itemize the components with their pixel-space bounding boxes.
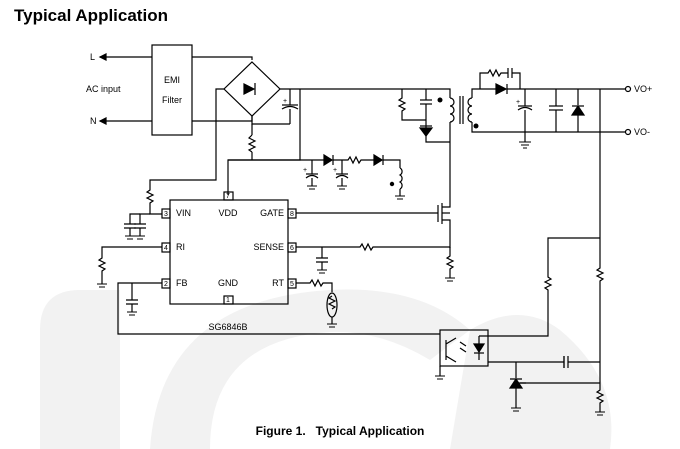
svg-text:7: 7	[226, 193, 230, 200]
svg-text:+: +	[333, 167, 337, 174]
figure-number: Figure 1.	[255, 424, 306, 438]
vo-minus-label: VO-	[634, 127, 650, 137]
fb-network	[117, 282, 440, 335]
svg-text:8: 8	[290, 211, 294, 218]
pin-rt: RT	[272, 278, 284, 288]
snubber-network	[397, 89, 450, 143]
rt-network	[296, 278, 338, 328]
transformer	[437, 88, 479, 205]
figure-caption: Figure 1. Typical Application	[0, 424, 680, 438]
feedback-network	[435, 89, 605, 416]
vo-plus-label: VO+	[634, 84, 652, 94]
emi-filter: EMI Filter	[151, 44, 253, 136]
neutral-terminal-label: N	[90, 116, 97, 126]
ac-input: L N AC input	[86, 52, 152, 126]
svg-text:+: +	[516, 99, 520, 106]
svg-text:3: 3	[164, 211, 168, 218]
pin-vin: VIN	[176, 208, 191, 218]
pin-ri: RI	[176, 242, 185, 252]
figure-title: Typical Application	[315, 424, 425, 438]
ic-part-number: SG6846B	[208, 322, 247, 332]
filter-label: Filter	[162, 95, 182, 105]
svg-text:6: 6	[290, 245, 294, 252]
pin-gnd: GND	[218, 278, 239, 288]
ri-resistor	[97, 246, 162, 288]
svg-text:1: 1	[226, 297, 230, 304]
svg-text:5: 5	[290, 281, 294, 288]
vin-network	[124, 108, 217, 240]
svg-text:+: +	[283, 98, 287, 105]
ac-input-label: AC input	[86, 84, 121, 94]
emi-label: EMI	[164, 75, 180, 85]
hv-rail: +	[227, 88, 440, 195]
pin-gate: GATE	[260, 208, 284, 218]
secondary-output: + VO+ VO-	[471, 68, 652, 149]
page-title: Typical Application	[14, 6, 168, 25]
svg-text:4: 4	[164, 245, 168, 252]
svg-text:+: +	[303, 167, 307, 174]
controller-ic: 3 VIN 4 RI 2 FB 7 VDD 8 GATE 6 SENSE 5 R…	[161, 191, 297, 332]
pin-sense: SENSE	[253, 242, 284, 252]
svg-text:2: 2	[164, 281, 168, 288]
sense-network	[296, 242, 455, 282]
background-watermark	[40, 289, 612, 449]
pin-vdd: VDD	[218, 208, 238, 218]
bridge-rectifier	[215, 61, 300, 117]
line-terminal-label: L	[90, 52, 95, 62]
mosfet	[296, 203, 451, 248]
pin-fb: FB	[176, 278, 188, 288]
aux-supply: + +	[228, 153, 405, 200]
